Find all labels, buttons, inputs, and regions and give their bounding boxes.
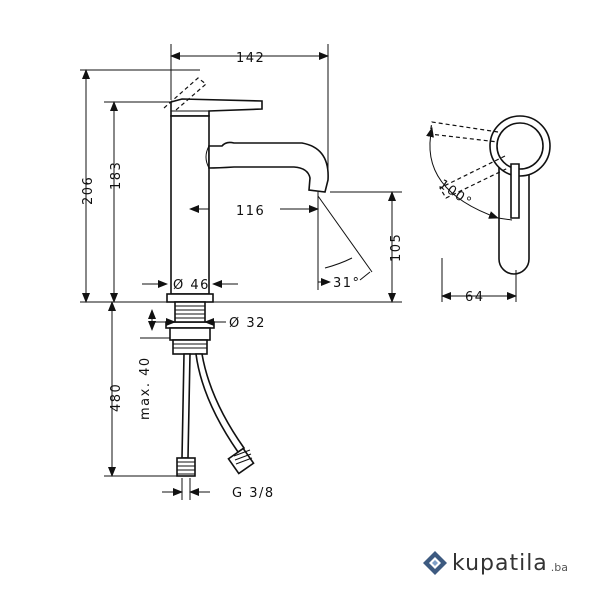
dim-spout-angle: 31° xyxy=(333,276,361,291)
top-lever-alt-upper xyxy=(429,121,499,143)
faucet-side-view xyxy=(140,77,329,477)
lever-alt-position xyxy=(163,77,207,111)
dim-thread-diameter: Ø 32 xyxy=(229,316,266,331)
dim-supply-length: 480 xyxy=(109,383,124,412)
dim-spout-height: 105 xyxy=(389,233,404,262)
faucet-body xyxy=(170,115,210,295)
faucet-top-view xyxy=(426,115,551,302)
brand-name: kupatila xyxy=(452,550,548,576)
dim-spout-reach: 116 xyxy=(236,204,265,219)
dim-body-diameter: Ø 46 xyxy=(173,278,210,293)
washer xyxy=(165,321,215,329)
hose-fitting-left xyxy=(176,457,196,477)
dim-max-counter: max. 40 xyxy=(138,356,153,420)
dimension-lines xyxy=(80,44,402,500)
top-lever-slot xyxy=(510,163,520,219)
diamond-logo-icon xyxy=(423,551,447,575)
brand-logo[interactable]: kupatila .ba xyxy=(420,548,568,578)
threaded-shank xyxy=(174,301,206,323)
dim-lever-angle: 100° xyxy=(436,177,475,211)
brand-tld: .ba xyxy=(550,560,569,574)
spout xyxy=(208,141,329,193)
lower-nut xyxy=(172,339,208,355)
hose-fitting-right xyxy=(227,447,255,475)
dim-overall-width: 142 xyxy=(236,51,265,66)
dim-connection: G 3/8 xyxy=(232,486,275,501)
dim-lever-width: 64 xyxy=(465,290,485,305)
supply-hose-left xyxy=(181,353,191,459)
lever-handle xyxy=(170,98,263,117)
supply-hose-right xyxy=(195,353,246,454)
base-flange xyxy=(166,293,214,303)
mount-nut xyxy=(169,327,211,341)
dim-total-height: 206 xyxy=(81,176,96,205)
dim-lever-height: 183 xyxy=(109,161,124,190)
